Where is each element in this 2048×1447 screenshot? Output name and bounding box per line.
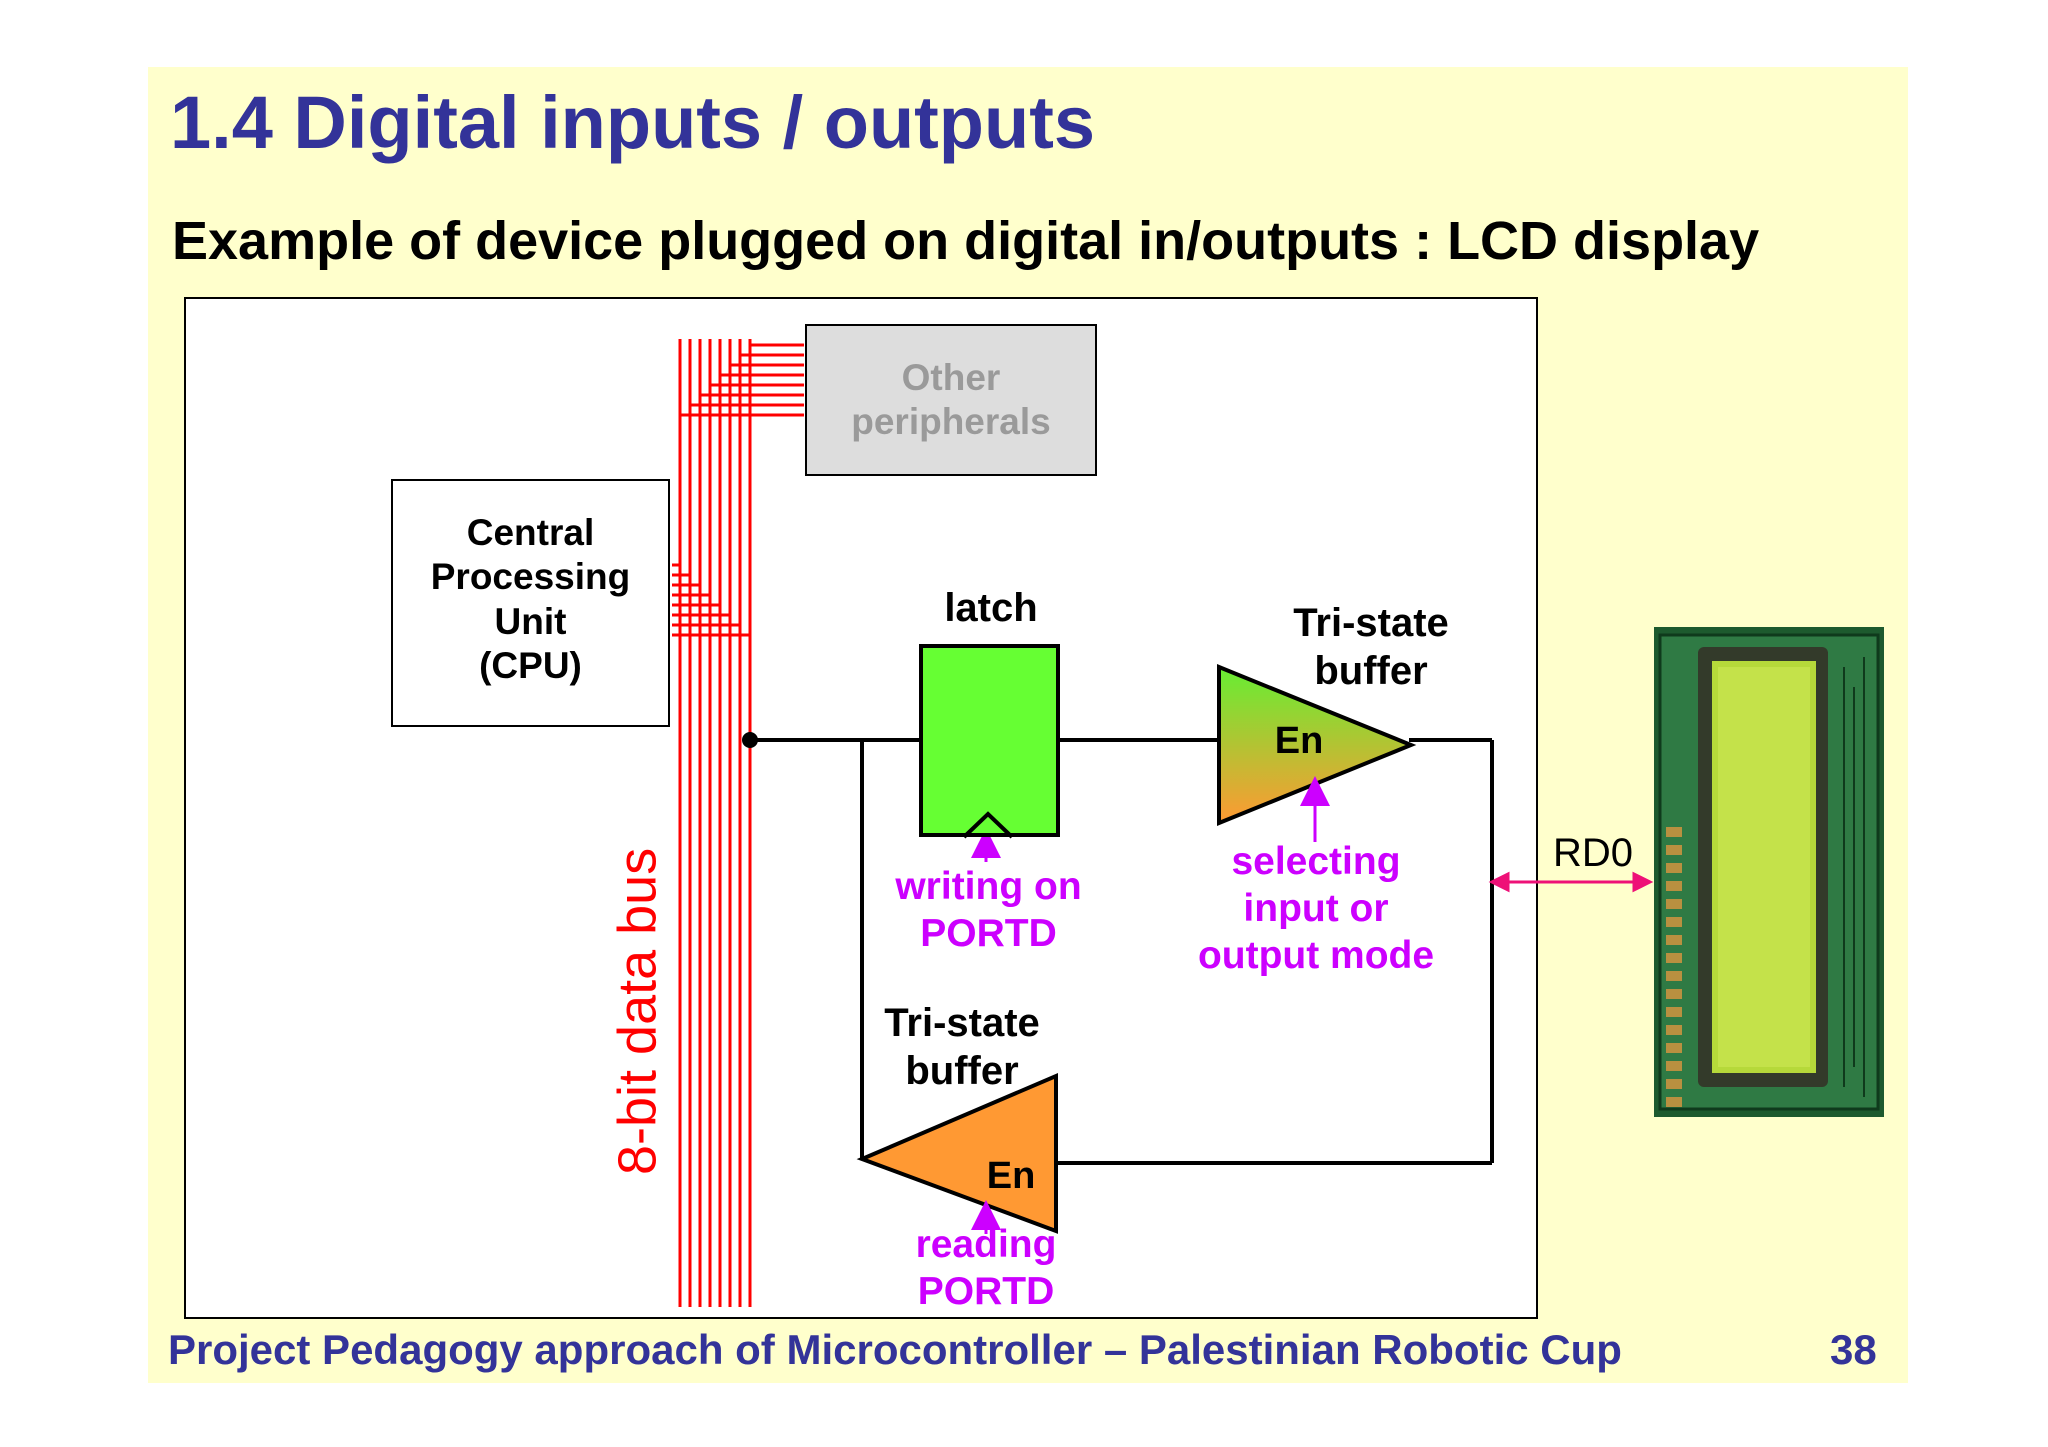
selecting-mode-label: selecting input or output mode [1197,840,1435,977]
latch-box [919,644,1060,837]
circuit-wires [750,738,1494,1165]
latch-clock-overlay [962,811,1014,839]
tristate-top-label: Tri-state buffer [1293,601,1449,693]
rd0-label: RD0 [1552,831,1634,875]
writing-portd-label: writing on PORTD [895,865,1082,955]
cpu-box: Central Processing Unit (CPU) [391,479,670,727]
latch-label: latch [944,586,1038,630]
tristate-top-enable-label: En [1274,720,1324,762]
cpu-label: Central Processing Unit (CPU) [430,512,631,687]
tristate-buffer-bottom-shape [856,1072,1058,1234]
other-peripherals-box: Other peripherals [805,324,1097,476]
reading-portd-label: reading PORTD [915,1223,1057,1313]
control-arrows [971,776,1330,1234]
tristate-bottom-label: Tri-state buffer [884,1001,1040,1093]
data-bus-lines [678,339,752,1307]
diagram-frame: Other peripherals Central Processing Uni… [184,297,1654,1319]
bus-junction-dot [742,732,758,748]
bus-to-peripherals [680,343,804,417]
circuit-wiring [672,339,1654,1307]
slide-title: 1.4 Digital inputs / outputs [170,81,1095,164]
tristate-bottom-enable-label: En [986,1155,1036,1197]
slide-subtitle: Example of device plugged on digital in/… [172,211,1760,271]
rd0-arrow [1488,871,1654,893]
data-bus-label: 8-bit data bus [607,847,668,1176]
lcd-display-photo [1654,627,1884,1117]
slide-footer: Project Pedagogy approach of Microcontro… [168,1326,1622,1373]
page-number: 38 [1830,1326,1877,1373]
bus-to-cpu [672,563,750,637]
other-peripherals-label: Other peripherals [851,357,1051,443]
